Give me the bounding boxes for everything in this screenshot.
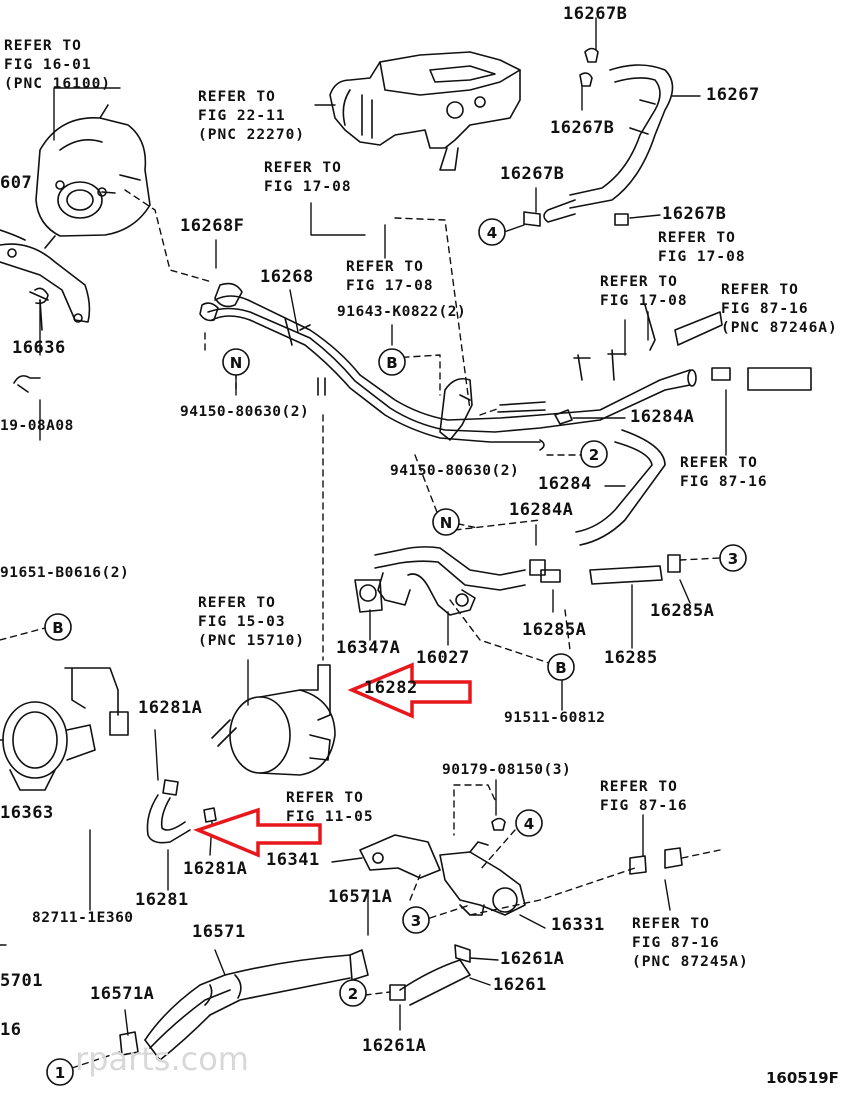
part-label-16027[interactable]: 16027 (416, 648, 470, 668)
bolt-label-94150-a[interactable]: 94150-80630(2) (180, 404, 310, 420)
part-label-16331[interactable]: 16331 (551, 915, 605, 935)
top-hose-drawing (523, 47, 674, 227)
refer-fig-15-03[interactable]: REFER TO FIG 15-03 (PNC 15710) (198, 594, 305, 651)
marker-2b: 2 (348, 985, 358, 1003)
leader-lines (39, 17, 727, 1036)
part-label-16267B-c[interactable]: 16267B (500, 164, 565, 184)
part-label-16267B-d[interactable]: 16267B (662, 204, 727, 224)
part-label-16341[interactable]: 16341 (266, 850, 320, 870)
circle-marker-labels: 4 2 3 4 3 2 1 N N B B B (52, 224, 738, 1082)
pump-16363-drawing (0, 667, 129, 791)
marker-Na: N (230, 354, 243, 372)
part-label-16267B-b[interactable]: 16267B (550, 118, 615, 138)
part-label-16268F[interactable]: 16268F (180, 216, 245, 236)
part-label-16281A-b[interactable]: 16281A (183, 859, 248, 879)
refer-text: REFER TO FIG 87-16 (PNC 87245A) (632, 916, 749, 970)
refer-text: REFER TO FIG 17-08 (658, 230, 746, 265)
part-label-16284[interactable]: 16284 (538, 474, 592, 494)
refer-fig-16-01[interactable]: REFER TO FIG 16-01 (PNC 16100) (4, 37, 111, 94)
refer-fig-17-08-a[interactable]: REFER TO FIG 17-08 (264, 159, 352, 197)
part-label-16261A-b[interactable]: 16261A (362, 1036, 427, 1056)
refer-text: REFER TO FIG 87-16 (680, 455, 768, 490)
bolt-label-82711[interactable]: 82711-1E360 (32, 910, 134, 926)
marker-Ba: B (386, 354, 397, 372)
red-arrows (193, 662, 472, 858)
part-label-16281A-a[interactable]: 16281A (138, 698, 203, 718)
part-label-16347A[interactable]: 16347A (336, 638, 401, 658)
part-label-16[interactable]: 16 (0, 1020, 22, 1040)
part-label-5701[interactable]: 5701 (0, 971, 43, 991)
refer-text: REFER TO FIG 15-03 (PNC 15710) (198, 595, 306, 649)
filter-16282-drawing (211, 664, 336, 776)
watermark: rparts.com (75, 1040, 249, 1078)
part-label-16268[interactable]: 16268 (260, 267, 314, 287)
refer-fig-17-08-b[interactable]: REFER TO FIG 17-08 (346, 258, 434, 296)
water-pipe-drawing (199, 282, 697, 451)
part-label-16284A-b[interactable]: 16284A (509, 500, 574, 520)
refer-text: REFER TO FIG 17-08 (346, 259, 434, 294)
marker-Bc: B (555, 659, 566, 677)
part-label-16281[interactable]: 16281 (135, 890, 189, 910)
marker-Nb: N (440, 514, 453, 532)
refer-fig-87-16-d[interactable]: REFER TO FIG 87-16 (PNC 87245A) (632, 915, 749, 972)
hose-16571-drawing (119, 949, 471, 1061)
left-bracket-drawing (0, 229, 91, 393)
marker-2a: 2 (589, 446, 599, 464)
refer-fig-17-08-d[interactable]: REFER TO FIG 17-08 (600, 273, 688, 311)
part-label-16261A-a[interactable]: 16261A (500, 949, 565, 969)
refer-text: REFER TO FIG 87-16 (600, 779, 688, 814)
arrow-16282 (347, 662, 472, 719)
part-label-16571A-b[interactable]: 16571A (90, 984, 155, 1004)
part-label-16267[interactable]: 16267 (706, 85, 760, 105)
refer-fig-11-05[interactable]: REFER TO FIG 11-05 (286, 789, 374, 827)
part-label-16284A-a[interactable]: 16284A (630, 407, 695, 427)
marker-3b: 3 (411, 912, 421, 930)
isc-valve-drawing (329, 51, 521, 171)
water-outlet-16331-drawing (359, 817, 526, 963)
marker-4a: 4 (487, 224, 497, 242)
figure-code: 160519F (766, 1069, 839, 1087)
refer-fig-17-08-c[interactable]: REFER TO FIG 17-08 (658, 229, 746, 267)
refer-text: REFER TO FIG 11-05 (286, 790, 374, 825)
refer-text: REFER TO FIG 16-01 (PNC 16100) (4, 38, 112, 92)
right-hose-drawing (629, 304, 812, 875)
refer-fig-87-16-b[interactable]: REFER TO FIG 87-16 (680, 454, 768, 492)
part-label-16285A-a[interactable]: 16285A (650, 601, 715, 621)
marker-1: 1 (55, 1064, 65, 1082)
refer-fig-87-16-a[interactable]: REFER TO FIG 87-16 (PNC 87246A) (721, 281, 838, 338)
throttle-housing-drawing (35, 104, 151, 249)
refer-text: REFER TO FIG 17-08 (264, 160, 352, 195)
part-label-16571[interactable]: 16571 (192, 922, 246, 942)
part-label-16285[interactable]: 16285 (604, 648, 658, 668)
refer-text: REFER TO FIG 87-16 (PNC 87246A) (721, 282, 838, 336)
marker-3a: 3 (728, 550, 738, 568)
bolt-label-91651[interactable]: 91651-B0616(2) (0, 565, 130, 581)
refer-fig-87-16-c[interactable]: REFER TO FIG 87-16 (600, 778, 688, 816)
bolt-label-91643[interactable]: 91643-K0822(2) (337, 304, 467, 320)
refer-text: REFER TO FIG 22-11 (PNC 22270) (198, 89, 306, 143)
bolt-label-94150-b[interactable]: 94150-80630(2) (390, 463, 520, 479)
part-label-19-08A08[interactable]: 19-08A08 (0, 418, 74, 434)
bolt-label-90179[interactable]: 90179-08150(3) (442, 762, 572, 778)
hose-16284-drawing (554, 409, 666, 546)
circle-markers (44, 218, 747, 1086)
part-label-607[interactable]: 607 (0, 173, 33, 193)
part-label-16285A-b[interactable]: 16285A (522, 620, 587, 640)
part-label-16636[interactable]: 16636 (12, 338, 66, 358)
part-label-16363[interactable]: 16363 (0, 803, 54, 823)
hose-16281-drawing (146, 779, 217, 844)
part-label-16261[interactable]: 16261 (493, 975, 547, 995)
part-label-16571A-a[interactable]: 16571A (328, 887, 393, 907)
marker-4b: 4 (524, 815, 534, 833)
refer-text: REFER TO FIG 17-08 (600, 274, 688, 309)
refer-fig-22-11[interactable]: REFER TO FIG 22-11 (PNC 22270) (198, 88, 305, 145)
dashed-lines (0, 189, 721, 1069)
part-label-16282[interactable]: 16282 (364, 678, 418, 698)
part-label-16267B-a[interactable]: 16267B (563, 4, 628, 24)
bolt-label-91511[interactable]: 91511-60812 (504, 710, 606, 726)
arrow-16281A (193, 807, 322, 858)
marker-Bb: B (52, 619, 63, 637)
pipe-16027-drawing (354, 546, 681, 616)
